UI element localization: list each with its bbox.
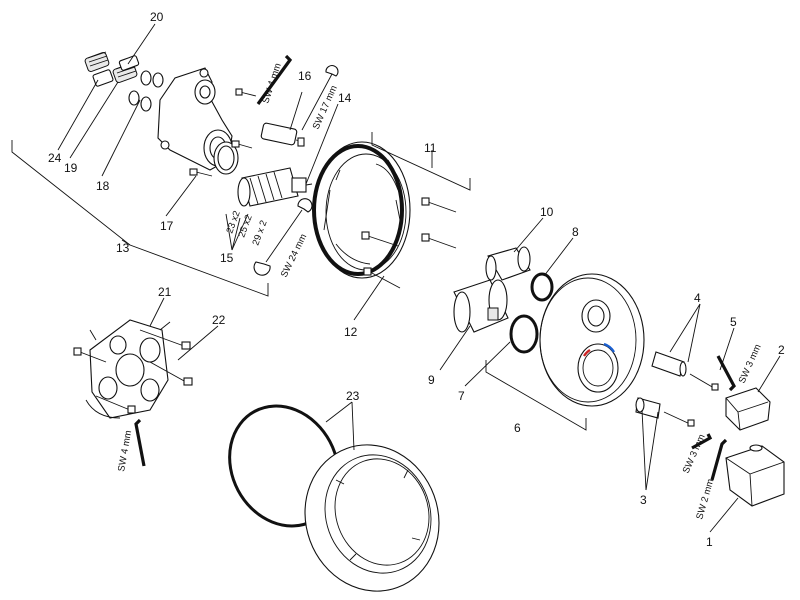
part-15-thermostat-cartridge <box>237 167 313 207</box>
allen-key-sw4-top <box>256 54 293 105</box>
part-24-check-valve <box>84 51 114 87</box>
tool-label-sw4-top: SW 4 mm <box>260 62 283 105</box>
dim-label-29x2: 29 x 2 <box>250 219 269 247</box>
callout-17: 17 <box>160 219 174 233</box>
allen-key-sw3-mid <box>691 433 713 450</box>
callout-14: 14 <box>338 91 352 105</box>
part-10-sleeve <box>485 246 531 281</box>
callout-21: 21 <box>158 285 172 299</box>
wrench-sw24 <box>253 198 313 276</box>
tool-label-sw3-right: SW 3 mm <box>737 343 764 386</box>
part-9-sleeve <box>453 279 509 333</box>
callout-6: 6 <box>514 421 521 435</box>
callout-18: 18 <box>96 179 110 193</box>
part-17-screws <box>189 140 253 177</box>
part-19-check-valve <box>112 62 138 83</box>
tool-label-sw3-mid: SW 3 mm <box>681 433 708 476</box>
callout-24: 24 <box>48 151 62 165</box>
callout-16: 16 <box>298 69 312 83</box>
callout-4: 4 <box>694 291 701 305</box>
allen-key-sw2 <box>710 438 728 481</box>
part-21-valve-body-rear <box>85 319 171 419</box>
part-8-o-ring <box>530 272 554 302</box>
bracket-13 <box>11 140 269 297</box>
callout-5: 5 <box>730 315 737 329</box>
callout-8: 8 <box>572 225 579 239</box>
leader-lines <box>57 23 781 533</box>
callout-2: 2 <box>778 343 785 357</box>
part-3-spindle <box>635 397 695 427</box>
callout-12: 12 <box>344 325 358 339</box>
tool-label-sw4-left: SW 4 mm <box>116 429 134 472</box>
callout-22: 22 <box>212 313 226 327</box>
callout-23: 23 <box>346 389 360 403</box>
part-11-mounting-plate <box>312 141 411 279</box>
callout-10: 10 <box>540 205 554 219</box>
callout-1: 1 <box>706 535 713 549</box>
part-1-handle <box>725 444 785 507</box>
part-18-o-rings <box>128 70 164 112</box>
tool-label-sw2: SW 2 mm <box>694 478 716 521</box>
part-6-trim-rosette <box>539 273 645 407</box>
bracket-11 <box>371 132 471 191</box>
part-12-screws <box>361 197 457 289</box>
allen-key-sw3-right <box>716 355 736 392</box>
callout-13: 13 <box>116 241 130 255</box>
callout-7: 7 <box>458 389 465 403</box>
part-16-cartridge <box>260 122 305 147</box>
part-4-spindle-extension <box>651 351 719 391</box>
part-22-screws <box>73 329 193 414</box>
part-7-o-ring <box>509 314 539 354</box>
part-23-finishing-ring <box>304 444 440 592</box>
callout-11: 11 <box>424 141 437 155</box>
callout-19: 19 <box>64 161 78 175</box>
part-2-handle <box>725 387 771 431</box>
small-screw-top <box>235 88 257 97</box>
tool-label-sw24: SW 24 mm <box>279 232 310 279</box>
tool-label-sw17: SW 17 mm <box>311 84 340 131</box>
body-sealing-ring <box>213 141 239 175</box>
callout-9: 9 <box>428 373 435 387</box>
callout-3: 3 <box>640 493 647 507</box>
allen-key-sw4-left <box>134 418 146 467</box>
wrench-sw17 <box>301 65 339 131</box>
callout-20: 20 <box>150 10 164 24</box>
callout-15: 15 <box>220 251 234 265</box>
